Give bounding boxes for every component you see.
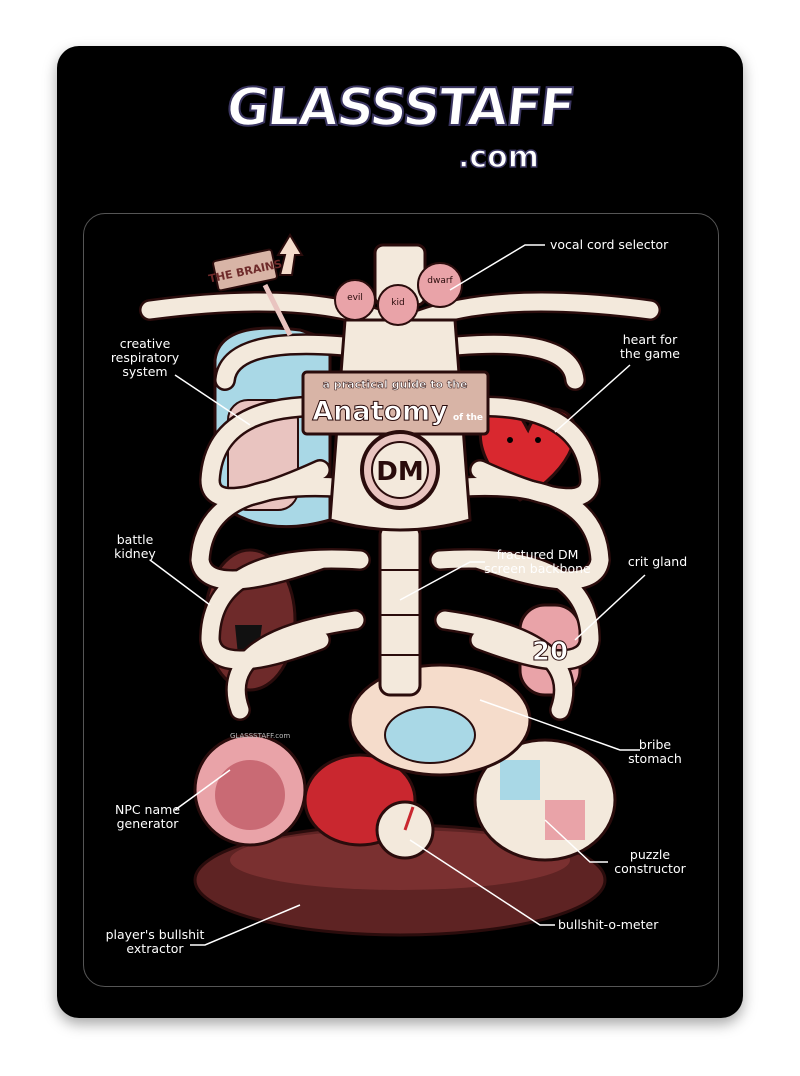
label-meter: bullshit-o-meter [558, 917, 659, 932]
inner-frame [83, 213, 719, 987]
brains-sign [212, 248, 278, 292]
dm-badge-text: DM [376, 457, 423, 487]
spine [378, 523, 422, 697]
crit-die-text: 20 [532, 637, 568, 667]
title-anatomy: Anatomy [312, 396, 448, 427]
voice-evil: evil [347, 293, 363, 303]
label-vocal-cord: vocal cord selector [550, 237, 669, 252]
leader-lines [149, 244, 646, 946]
label-crit: crit gland [627, 554, 688, 569]
logo-suffix: .com [457, 139, 540, 176]
label-backbone: fractured DM screen backbone [484, 547, 591, 576]
label-heart: heart for the game [620, 332, 680, 361]
label-stomach: bribe stomach [628, 737, 682, 766]
title-of-the: of the [453, 413, 483, 423]
label-extractor: player's bullshit extractor [105, 927, 205, 956]
voice-kid: kid [391, 298, 404, 308]
label-puzzle: puzzle constructor [614, 847, 686, 876]
artist-signature: GLASSSTAFF.com [230, 732, 290, 740]
title-line1: a practical guide to the [323, 378, 468, 391]
label-respiratory: creative respiratory system [110, 336, 180, 379]
voice-dwarf: dwarf [427, 276, 453, 286]
label-npc: NPC name generator [114, 802, 181, 831]
label-kidney: battle kidney [114, 532, 156, 561]
